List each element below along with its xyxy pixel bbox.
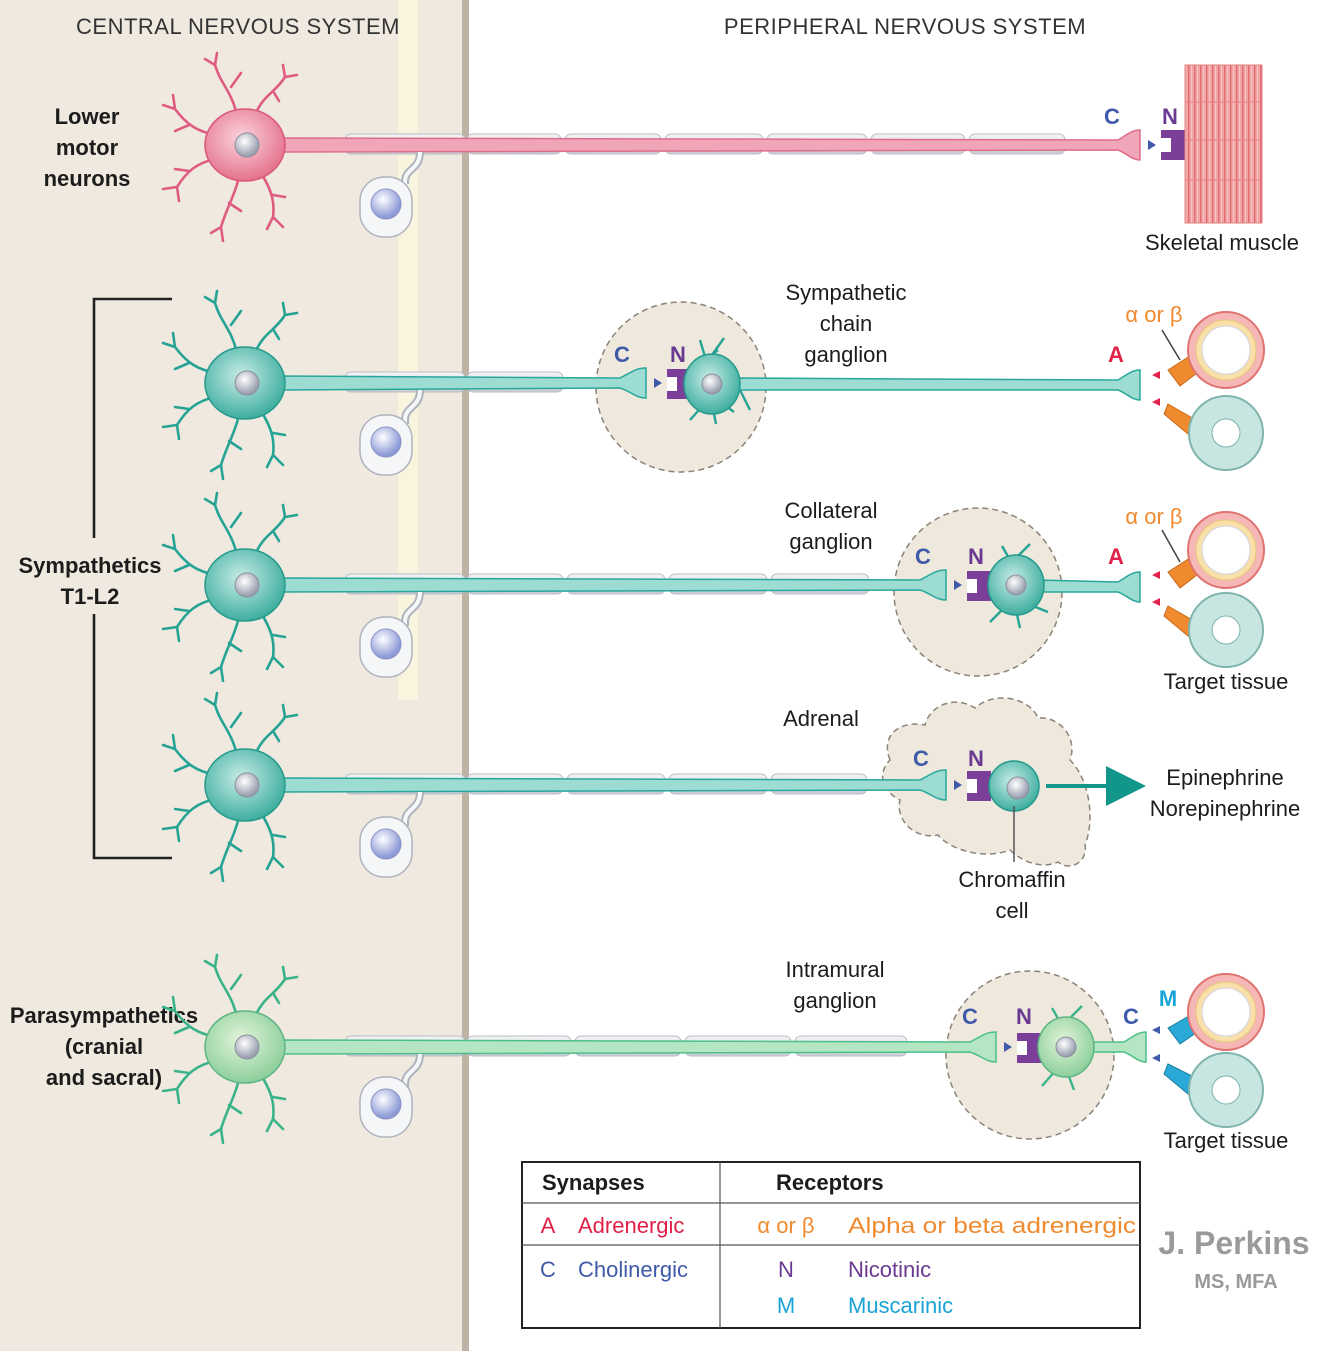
- svg-text:ganglion: ganglion: [804, 342, 887, 367]
- synapse-marker: [1148, 140, 1156, 150]
- pns-header: PERIPHERAL NERVOUS SYSTEM: [724, 14, 1086, 39]
- skeletal-muscle-label: Skeletal muscle: [1145, 230, 1299, 255]
- alpha-beta-code-chain: α or β: [1125, 302, 1182, 327]
- alpha-beta-code-collateral: α or β: [1125, 504, 1182, 529]
- legend-alpha-beta-code: α or β: [757, 1213, 814, 1238]
- legend-muscarinic-code: M: [777, 1293, 795, 1318]
- epinephrine-label: Epinephrine: [1166, 765, 1283, 790]
- cns-boundary: [462, 0, 469, 1351]
- svg-text:ganglion: ganglion: [793, 988, 876, 1013]
- motor-axon: [279, 129, 1141, 161]
- adrenergic-code-collateral: A: [1108, 544, 1124, 569]
- collateral-label: Collateral ganglion: [785, 498, 878, 554]
- nicotinic-code-motor: N: [1162, 104, 1178, 129]
- svg-text:cell: cell: [995, 898, 1028, 923]
- cns-header: CENTRAL NERVOUS SYSTEM: [76, 14, 400, 39]
- cns-highlight: [398, 0, 418, 700]
- cholinergic-code-collateral: C: [915, 544, 931, 569]
- target-tissue-label-1: Target tissue: [1164, 669, 1289, 694]
- sympathetics-bracket: [92, 297, 172, 860]
- cholinergic-code-intramural: C: [962, 1004, 978, 1029]
- svg-text:neurons: neurons: [44, 166, 131, 191]
- adrenal-row: [161, 691, 1146, 883]
- chromaffin-label: Chromaffin cell: [958, 867, 1065, 923]
- norepinephrine-label: Norepinephrine: [1150, 796, 1300, 821]
- target-tissue-label-2: Target tissue: [1164, 1128, 1289, 1153]
- adrenal-label: Adrenal: [783, 706, 859, 731]
- svg-text:Parasympathetics: Parasympathetics: [10, 1003, 198, 1028]
- parasympathetic-axon: [279, 1031, 997, 1063]
- lower-motor-label: Lower motor neurons: [44, 104, 131, 191]
- svg-text:ganglion: ganglion: [789, 529, 872, 554]
- legend-receptors-header: Receptors: [776, 1170, 884, 1195]
- preganglionic-axon: [279, 367, 647, 399]
- postganglionic-axon: [727, 369, 1141, 401]
- svg-text:Lower: Lower: [55, 104, 120, 129]
- legend-adrenergic-code: A: [541, 1213, 556, 1238]
- skeletal-muscle-block: [1184, 64, 1263, 224]
- svg-text:T1-L2: T1-L2: [61, 584, 120, 609]
- svg-text:motor: motor: [56, 135, 119, 160]
- svg-text:Collateral: Collateral: [785, 498, 878, 523]
- cholinergic-code-target: C: [1123, 1004, 1139, 1029]
- svg-text:Chromaffin: Chromaffin: [958, 867, 1065, 892]
- muscarinic-code-target: M: [1159, 986, 1177, 1011]
- legend-cholinergic-label: Cholinergic: [578, 1257, 688, 1282]
- sympathetics-label: Sympathetics T1-L2: [18, 297, 172, 860]
- svg-text:(cranial: (cranial: [65, 1034, 143, 1059]
- legend-nicotinic-label: Nicotinic: [848, 1257, 931, 1282]
- motor-neuron-nucleus: [234, 132, 260, 158]
- intramural-label: Intramural ganglion: [785, 957, 884, 1013]
- svg-text:Sympathetics: Sympathetics: [18, 553, 161, 578]
- collateral-row: [161, 491, 1265, 683]
- parasympathetic-row: [161, 953, 1265, 1145]
- legend-synapses-header: Synapses: [542, 1170, 645, 1195]
- legend-nicotinic-code: N: [778, 1257, 794, 1282]
- credit-degree: MS, MFA: [1194, 1271, 1277, 1293]
- sympathetic-chain-row: [161, 289, 1265, 481]
- legend-cholinergic-code: C: [540, 1257, 556, 1282]
- nicotinic-code-adrenal: N: [968, 746, 984, 771]
- nicotinic-code-intramural: N: [1016, 1004, 1032, 1029]
- sympathetic-chain-label: Sympathetic chain ganglion: [785, 280, 906, 367]
- nicotinic-code-chain: N: [670, 342, 686, 367]
- cholinergic-code-adrenal: C: [913, 746, 929, 771]
- legend-adrenergic-label: Adrenergic: [578, 1213, 684, 1238]
- legend-alpha-beta-label: Alpha or beta adrenergic: [848, 1213, 1136, 1238]
- svg-text:Sympathetic: Sympathetic: [785, 280, 906, 305]
- legend-box: Synapses Receptors A Adrenergic C Cholin…: [521, 1161, 1141, 1329]
- svg-text:Intramural: Intramural: [785, 957, 884, 982]
- credit-name: J. Perkins: [1158, 1225, 1309, 1261]
- svg-text:chain: chain: [820, 311, 873, 336]
- svg-text:and sacral): and sacral): [46, 1065, 162, 1090]
- cholinergic-code-chain: C: [614, 342, 630, 367]
- cholinergic-code-motor: C: [1104, 104, 1120, 129]
- nicotinic-code-collateral: N: [968, 544, 984, 569]
- adrenergic-code-chain: A: [1108, 342, 1124, 367]
- legend-muscarinic-label: Muscarinic: [848, 1293, 953, 1318]
- motor-neuron-row: [161, 51, 1263, 243]
